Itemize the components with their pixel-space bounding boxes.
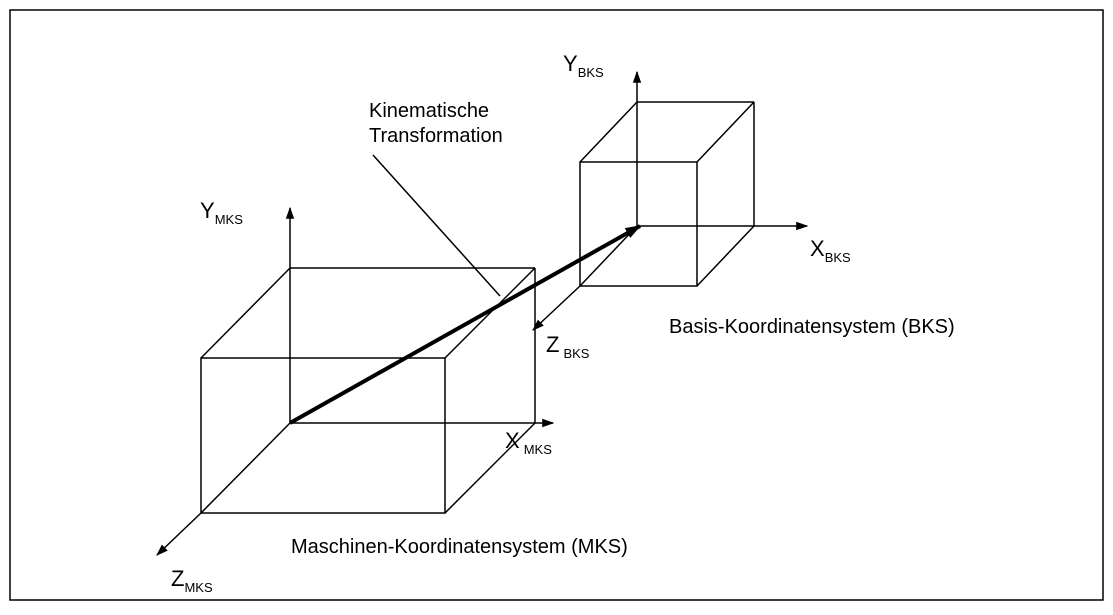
mks-cube [200, 267, 536, 514]
bks-cube [579, 101, 755, 287]
mks-z-axis-label: ZMKS [171, 566, 213, 595]
bks-z-axis-arrow [532, 285, 581, 331]
mks-caption: Maschinen-Koordinatensystem (MKS) [291, 536, 628, 558]
bks-x-axis-label: XBKS [810, 236, 851, 265]
transformation-vector-arrow [289, 224, 642, 425]
transformation-label: Kinematische Transformation [369, 100, 503, 147]
mks-axes [156, 206, 555, 556]
mks-z-axis-arrow [156, 512, 202, 556]
bks-y-axis-label: YBKS [563, 51, 604, 80]
transformation-label-line2: Transformation [369, 125, 503, 147]
diagram-border [9, 9, 1104, 601]
transformation-label-line1: Kinematische [369, 100, 489, 122]
mks-y-axis-label: YMKS [200, 198, 243, 227]
bks-caption: Basis-Koordinatensystem (BKS) [669, 316, 955, 338]
bks-axes [532, 70, 809, 331]
transformation-leader-line [372, 154, 501, 297]
